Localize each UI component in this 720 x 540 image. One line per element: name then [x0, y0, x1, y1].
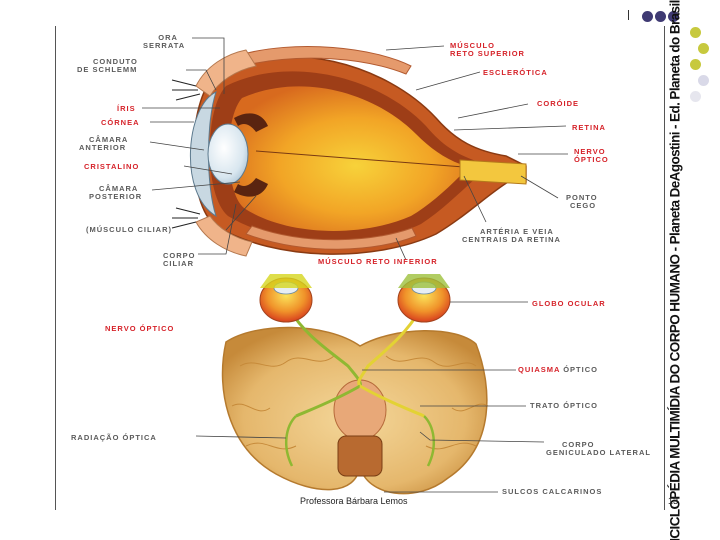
- visual-field-left: [260, 274, 312, 288]
- brainstem: [337, 435, 383, 477]
- label-camara-posterior: CÂMARA POSTERIOR: [89, 184, 143, 201]
- decor-dot: [698, 43, 709, 54]
- label-camara-anterior: CÂMARA ANTERIOR: [79, 135, 129, 152]
- optic-tract-left: [295, 384, 361, 418]
- optic-tract-right: [359, 384, 425, 418]
- eyelid-lower: [195, 215, 253, 257]
- optic-radiation-left: [284, 415, 297, 467]
- optic-radiation-right: [423, 415, 436, 467]
- label-esclerotica: ESCLERÓTICA: [483, 68, 548, 77]
- eyelashes-upper: [171, 79, 201, 101]
- label-trato-optico: TRATO ÓPTICO: [530, 401, 598, 410]
- lens: [207, 123, 249, 185]
- label-musculo-ciliar: (MÚSCULO CILIAR): [86, 225, 172, 234]
- ciliary-body-bottom: [234, 178, 268, 197]
- decor-dot: [642, 11, 653, 22]
- ciliary-body-top: [234, 113, 268, 132]
- decor-dot: [668, 11, 679, 22]
- label-cristalino: CRISTALINO: [84, 162, 140, 171]
- visual-field-right: [398, 274, 450, 288]
- eyelid-upper: [195, 49, 257, 97]
- source-caption: ENCICLOPÉDIA MULTIMÍDIA DO CORPO HUMANO …: [667, 0, 683, 540]
- optic-nerve-stem: [459, 159, 527, 185]
- label-nervo-optico-brain: NERVO ÓPTICO: [105, 324, 175, 333]
- footer-author: Professora Bárbara Lemos: [300, 496, 408, 506]
- label-corpo-ciliar: CORPO CILIAR: [163, 251, 196, 268]
- visual-pathway-illustration: [142, 37, 568, 495]
- frame-rule-right: [664, 26, 665, 510]
- vitreous-body: [228, 86, 460, 231]
- inferior-rectus: [245, 225, 417, 250]
- label-ora-serrata: ORA SERRATA: [143, 33, 186, 50]
- frame-rule-left: [55, 26, 56, 510]
- label-conduto-schlemm: CONDUTO DE SCHLEMM: [77, 57, 138, 74]
- label-globo-ocular: GLOBO OCULAR: [532, 299, 606, 308]
- optic-nerve-right: [357, 309, 422, 388]
- label-arteria-veia: ARTÉRIA E VEIA CENTRAIS DA RETINA: [462, 227, 561, 244]
- label-radiacao-optica: RADIAÇÃO ÓPTICA: [71, 433, 157, 442]
- label-nervo-optico-eye: NERVO ÓPTICO: [574, 147, 609, 164]
- label-corpo-geniculado: CORPO GENICULADO LATERAL: [546, 440, 651, 457]
- label-retina: RETINA: [572, 123, 606, 132]
- label-quiasma-optico: QUIASMA ÓPTICO: [518, 365, 598, 374]
- decor-dot: [690, 91, 701, 102]
- label-musculo-reto-inferior: MÚSCULO RETO INFERIOR: [318, 257, 438, 266]
- decor-dot: [690, 59, 701, 70]
- brain-leader-lines: [195, 301, 545, 493]
- midbrain: [333, 379, 387, 441]
- label-cornea: CÓRNEA: [101, 118, 140, 127]
- label-musculo-reto-superior: MÚSCULO RETO SUPERIOR: [450, 41, 525, 58]
- eyelashes-lower: [171, 207, 201, 229]
- label-ponto-cego: PONTO CEGO: [566, 193, 598, 210]
- brain-section: [221, 274, 489, 495]
- label-coroide: CORÓIDE: [537, 99, 580, 108]
- decor-dot: [655, 11, 666, 22]
- header-tick: [628, 10, 629, 20]
- brain-folds: [231, 355, 489, 450]
- decor-dot: [690, 27, 701, 38]
- decor-dot: [698, 75, 709, 86]
- label-sulcos-calcarinos: SULCOS CALCARINOS: [502, 487, 603, 496]
- label-iris: ÍRIS: [117, 104, 136, 113]
- page-number: 13: [668, 496, 679, 506]
- eye-section: [171, 46, 527, 257]
- eye-leader-lines: [142, 37, 568, 261]
- superior-rectus: [235, 46, 412, 75]
